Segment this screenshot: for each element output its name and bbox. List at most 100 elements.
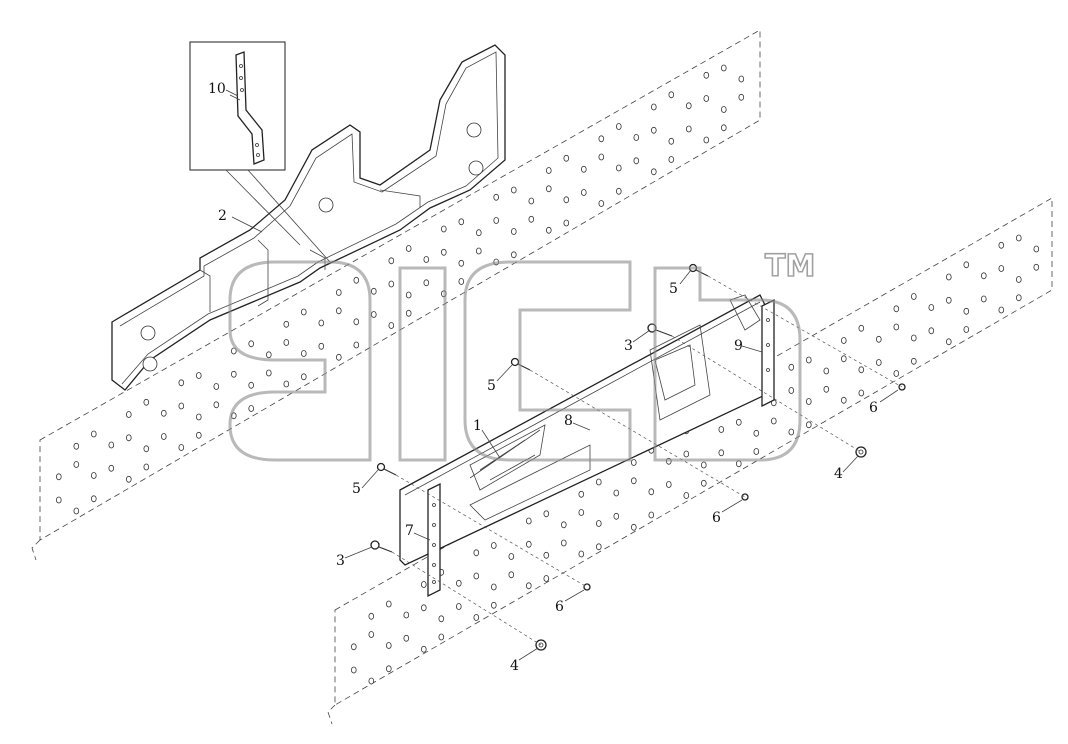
frame-hole (630, 459, 637, 466)
frame-hole (875, 335, 882, 343)
frame-hole (963, 261, 970, 269)
frame-hole (1033, 245, 1040, 253)
frame-hole (648, 488, 655, 496)
frame-hole (563, 219, 570, 227)
frame-hole (458, 278, 465, 285)
frame-hole (318, 342, 325, 350)
frame-hole (945, 338, 952, 346)
frame-hole (893, 370, 900, 377)
frame-hole (543, 510, 550, 518)
frame-hole (455, 579, 462, 587)
frame-hole (823, 385, 830, 393)
frame-hole (963, 326, 970, 333)
frame-hole (580, 189, 587, 196)
frame-hole (108, 441, 115, 449)
frame-hole (368, 677, 375, 685)
frame-hole (403, 611, 410, 619)
frame-hole (650, 126, 657, 134)
frame-hole (473, 549, 480, 557)
nut-6-lower (583, 583, 591, 591)
callout-7: 7 (405, 523, 414, 539)
frame-hole (858, 389, 865, 397)
frame-hole (91, 495, 97, 503)
frame-hole (438, 633, 445, 641)
frame-hole (458, 218, 465, 226)
frame-hole (615, 187, 622, 195)
frame-hole (1015, 276, 1022, 283)
frame-hole (578, 509, 585, 516)
frame-hole (563, 154, 570, 162)
callout-5-lower: 5 (352, 481, 361, 497)
frame-hole (543, 575, 550, 582)
frame-hole (598, 153, 605, 161)
frame-hole (300, 350, 307, 357)
frame-hole (178, 402, 185, 410)
frame-hole (370, 311, 377, 318)
frame-hole (718, 449, 725, 457)
frame-hole (685, 125, 692, 133)
frame-hole (525, 517, 532, 525)
frame-hole (980, 295, 987, 303)
frame-hole (300, 373, 307, 381)
frame-hole (545, 226, 552, 234)
frame-hole (893, 323, 900, 331)
frame-hole (55, 473, 62, 481)
frame-hole (580, 165, 587, 173)
strap-part-7 (427, 482, 441, 598)
frame-hole (440, 248, 447, 256)
frame-hole (615, 123, 622, 130)
frame-hole (178, 379, 185, 387)
frame-hole (300, 308, 307, 316)
frame-hole (73, 507, 80, 515)
frame-hole (405, 291, 412, 299)
frame-hole (490, 583, 497, 591)
frame-hole (595, 478, 602, 486)
frame-hole (998, 306, 1005, 314)
frame-hole (543, 551, 550, 559)
watermark-logo: TM (228, 248, 816, 462)
frame-hole (840, 355, 847, 363)
frame-hole (858, 324, 865, 332)
frame-hole (405, 245, 412, 252)
frame-hole (700, 479, 707, 487)
frame-hole (598, 135, 605, 143)
frame-hole (683, 492, 690, 499)
frame-hole (595, 543, 602, 551)
callout-5-middle: 5 (487, 378, 496, 394)
frame-hole (388, 280, 395, 288)
frame-hole (875, 359, 882, 366)
frame-hole (510, 251, 517, 259)
frame-hole (475, 229, 482, 237)
frame-hole (335, 353, 342, 361)
frame-hole (318, 319, 325, 327)
upper-frame-rail (31, 29, 761, 561)
frame-hole (910, 357, 917, 365)
frame-hole (265, 369, 272, 377)
frame-hole (945, 296, 952, 304)
frame-hole (420, 645, 427, 653)
frame-hole (945, 273, 952, 281)
frame-hole (668, 137, 675, 145)
frame-hole (753, 429, 760, 437)
frame-hole (563, 196, 570, 204)
callout-2: 2 (218, 208, 227, 224)
callout-3-lower: 3 (336, 553, 345, 569)
frame-hole (738, 75, 745, 83)
frame-hole (490, 542, 497, 549)
detail-inset-part-10 (189, 41, 331, 263)
frame-hole (493, 193, 500, 201)
frame-hole (823, 367, 830, 375)
callout-1: 1 (473, 418, 482, 434)
frame-hole (650, 103, 657, 111)
frame-hole (998, 241, 1005, 249)
callout-6-middle: 6 (712, 510, 721, 526)
frame-hole (720, 124, 727, 132)
frame-hole (508, 553, 515, 560)
frame-hole (788, 387, 795, 394)
frame-hole (493, 217, 500, 224)
frame-hole (265, 351, 272, 359)
frame-hole (385, 600, 392, 608)
frame-hole (613, 512, 620, 520)
frame-hole (143, 398, 150, 406)
